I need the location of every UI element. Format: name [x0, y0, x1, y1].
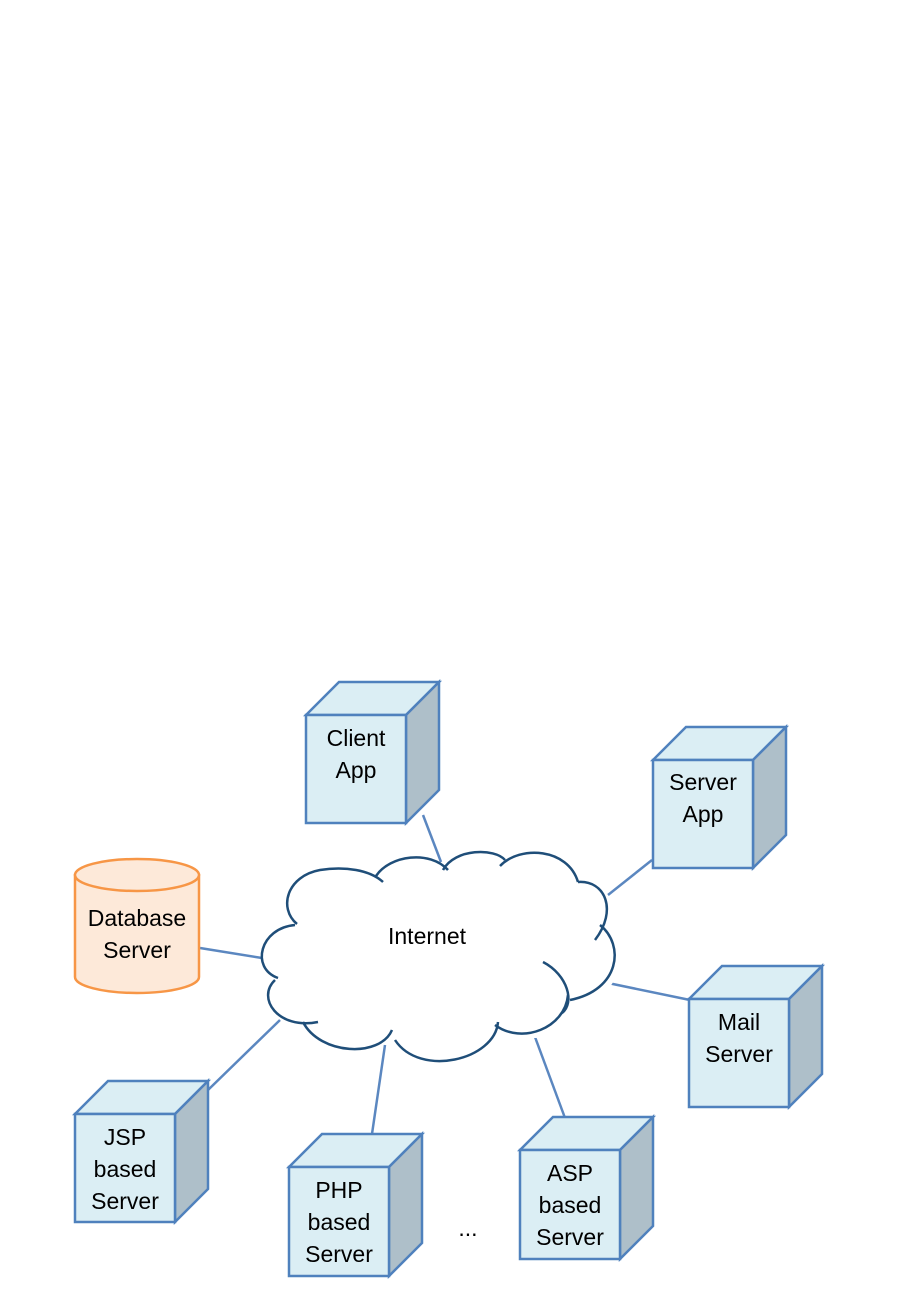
mail-server-box: Mail Server [685, 962, 826, 1111]
asp-server-box: ASP based Server [516, 1113, 657, 1263]
php-server-box: PHP based Server [285, 1130, 426, 1280]
mail-server-label-line-2: Server [705, 1041, 773, 1067]
link-server-app [607, 859, 653, 896]
link-database-server [199, 946, 263, 960]
php-server-label-line-3: Server [305, 1241, 373, 1267]
internet-label: Internet [388, 923, 467, 949]
jsp-server-label-line-3: Server [91, 1188, 159, 1214]
server-app-box: Server App [649, 723, 790, 872]
client-app-box: Client App [302, 678, 443, 827]
link-client-app [421, 814, 443, 863]
client-app-label-line-2: App [336, 757, 377, 783]
database-server-cylinder: Database Server [73, 857, 201, 995]
server-app-label-line-1: Server [669, 769, 737, 795]
server-app-label-line-2: App [683, 801, 724, 827]
link-mail-server [607, 981, 691, 1002]
database-server-label-line-1: Database [88, 905, 186, 931]
link-php-server [370, 1044, 387, 1135]
jsp-server-label-line-1: JSP [104, 1124, 146, 1150]
asp-server-label-line-1: ASP [547, 1160, 593, 1186]
link-jsp-server [207, 1019, 281, 1091]
internet-cloud: Internet [260, 847, 618, 1063]
jsp-server-box: JSP based Server [71, 1077, 212, 1226]
jsp-server-label-line-2: based [94, 1156, 157, 1182]
asp-server-label-line-3: Server [536, 1224, 604, 1250]
php-server-label-line-2: based [308, 1209, 371, 1235]
php-server-label-line-1: PHP [315, 1177, 362, 1203]
client-app-label-line-1: Client [327, 725, 386, 751]
database-server-label-line-2: Server [103, 937, 171, 963]
mail-server-label-line-1: Mail [718, 1009, 760, 1035]
connections [199, 814, 691, 1135]
asp-server-label-line-2: based [539, 1192, 602, 1218]
link-asp-server [533, 1036, 567, 1119]
more-servers-ellipsis: ... [458, 1215, 477, 1241]
